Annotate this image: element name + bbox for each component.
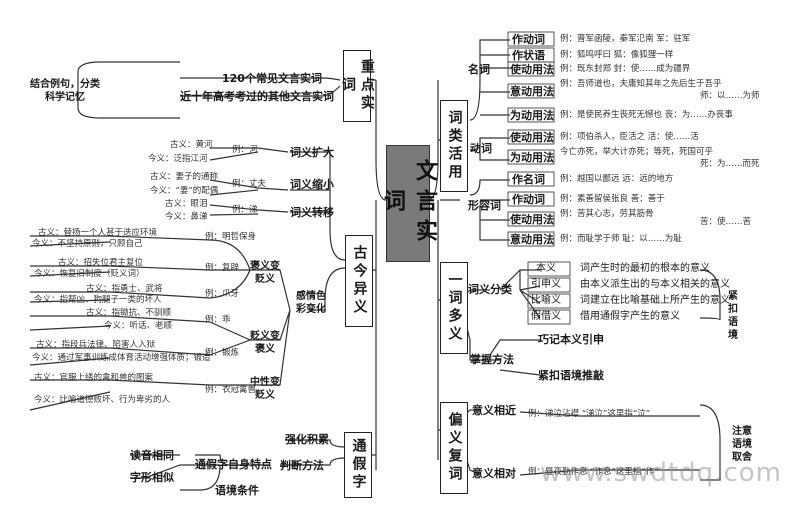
m5: 为动用法 (510, 109, 554, 122)
baoyi-r1j: 今义：不坚持原则，只顾自己 (32, 239, 143, 249)
pianyi-a-eg: 例：涕泣沾襟 “涕泣”这里指“泣” (528, 409, 651, 419)
m4-eg2: 师：以……为师 (700, 91, 760, 101)
cilei-dongci: 动词 (470, 142, 492, 155)
suoxiao-eg: 例：丈夫 (232, 179, 267, 189)
baoyi-r1g: 古义：替扬一个人甚于迭应环境 (38, 228, 158, 238)
baoyi-r2g: 古义：招失位君主复位 (58, 258, 144, 268)
m1: 作动词 (512, 33, 545, 46)
bianyi-r1j: 今义：听话、老顺 (104, 321, 173, 331)
x4: 意动用法 (510, 233, 554, 246)
m2: 作状语 (512, 49, 545, 62)
baoyi-r3g: 古义：指勇士、武将 (86, 284, 163, 294)
pianyi-b: 意义相对 (472, 467, 516, 480)
kuoda-gu: 古义：黄河 (170, 140, 213, 150)
x1: 作名词 (512, 173, 545, 186)
bianyi-label: 贬义变褒义 (250, 331, 280, 355)
d1: 使动用法 (510, 131, 554, 144)
bianyi-r2eg: 例：锻炼 (205, 348, 240, 358)
zhuanyi-label: 词义转移 (290, 206, 334, 219)
tongjia-zixing: 字形相似 (130, 471, 174, 484)
yiduo-bd1: 词产生时的最初的根本的意义 (580, 263, 710, 274)
section-pianyi: 偏义复词 (440, 402, 468, 494)
d1-eg: 例：项伯杀人，臣活之 活：使……活 (560, 132, 699, 142)
m2-eg: 例：狐鸣呼曰 狐：像狐狸一样 (560, 50, 674, 60)
yiduo-bt3: 比喻义 (531, 295, 561, 306)
bianyi-r2g: 古义：指段兵法律、陷害人入狱 (36, 340, 156, 350)
zhuanyi-jin: 今义：鼻涕 (165, 212, 208, 222)
watermark: www.swdtdq.com (540, 458, 782, 488)
kuoda-label: 词义扩大 (290, 146, 334, 159)
baoyi-r3eg: 例：爪牙 (205, 289, 240, 299)
zhuanyi-eg: 例：涕 (232, 205, 258, 215)
zhongdian-note: 结合例句，分类科学记忆 (30, 79, 100, 103)
suoxiao-jin: 今义：“妻”的配偶 (150, 186, 219, 196)
m3: 使动用法 (510, 63, 554, 76)
d2-eg1: 今亡亦死，举大计亦死；等死，死国可乎 (560, 147, 714, 157)
suoxiao-label: 词义缩小 (290, 178, 334, 191)
tongjia-panduan: 判断方法 (280, 459, 324, 472)
x4-eg: 例：而耻学于师 耻：以……为耻 (560, 234, 682, 244)
yiduo-f2: 紧扣语境推敲 (538, 369, 604, 382)
bianyi-r2j: 今义：通过军事训练成体育活动增强体质；锻造 (32, 353, 211, 363)
d2-eg2: 死：为……而死 (700, 159, 760, 169)
suoxiao-gu: 古义：妻子的通称 (150, 172, 219, 182)
zhongxing-label: 中性变贬义 (250, 377, 280, 401)
yiduo-bt4: 假借义 (531, 311, 561, 322)
zhongxing-jin: 今义：比喻道德败坏、行为卑劣的人 (34, 395, 171, 405)
zhongxing-eg: 例：衣冠禽兽 (205, 385, 257, 395)
yiduo-bd4: 借用通假字产生的意义 (580, 311, 680, 322)
baoyi-r2j: 今义：恢复旧制度（贬义词） (34, 269, 145, 279)
pianyi-a: 意义相近 (472, 404, 516, 417)
m4-eg1: 例：吾师道也，夫庸知其年之先后生于吾乎 (560, 79, 722, 89)
m5-eg: 例：是使民养生丧死无憾也 丧：为……办丧事 (560, 110, 733, 120)
pianyi-b-eg: 例：昼夜勤作息 “作息”这里指“作” (528, 467, 659, 477)
x2: 作动词 (512, 193, 545, 206)
yiduo-bt1: 本义 (536, 263, 556, 274)
zhuanyi-gu: 古义：眼泪 (165, 199, 208, 209)
baoyi-r3j: 今义：指帮凶、狗腿子一类的坏人 (34, 295, 162, 305)
baoyi-r1eg: 例：明哲保身 (205, 232, 257, 242)
m1-eg: 例：晋军函陵，秦军氾南 军：驻军 (560, 34, 691, 44)
bianyi-r1g: 古义：指锄抗、不驯顺 (86, 308, 172, 318)
section-tongjia: 通假字 (344, 432, 372, 498)
yiduo-zhangwo: 掌握方法 (470, 353, 514, 366)
m4: 意动用法 (510, 85, 554, 98)
x3-eg2: 苦：使……苦 (700, 217, 752, 227)
center-title: 文言实词 (380, 145, 437, 262)
zhongxing-gu: 古义：官服上绣的禽和兽的图案 (34, 373, 154, 383)
yiduo-fenlei: 词义分类 (468, 283, 512, 296)
tongjia-qianghua: 强化积累 (285, 433, 329, 446)
x1-eg: 例：越国以鄙远 远：远的地方 (560, 174, 674, 184)
zhongdian-item-2: 近十年高考考过的其他文言实词 (180, 90, 334, 103)
tongjia-tedian: 通假字自身特点 (195, 458, 272, 471)
baoyi-r2eg: 例：复辟 (205, 263, 240, 273)
section-cilei: 词类活用 (440, 100, 468, 192)
baoyi-label: 褒义变贬义 (250, 261, 280, 285)
yiduo-right: 紧扣语境 (728, 291, 738, 341)
cilei-xingrong: 形容词 (468, 199, 501, 212)
kuoda-eg: 例：河 (232, 145, 258, 155)
x3-eg1: 例：苦其心志，劳其筋骨 (560, 209, 654, 219)
x2-eg: 例：素善留侯张良 善：善于 (560, 194, 665, 204)
tongjia-yujing: 语境条件 (215, 484, 259, 497)
section-yiduo: 一词多义 (440, 262, 468, 354)
tongjia-duyin: 读音相同 (130, 449, 174, 462)
ganqing-label: 感情色彩变化 (296, 291, 326, 315)
cilei-mingci: 名词 (468, 63, 490, 76)
section-zhongdian: 重点实词 (340, 50, 375, 122)
yiduo-bt2: 引申义 (531, 279, 561, 290)
m3-eg: 例：既东封郑 封：使……成为疆界 (560, 64, 691, 74)
yiduo-bd3: 词建立在比喻基础上所产生的意义 (580, 295, 730, 306)
kuoda-jin: 今义：泛指江河 (148, 154, 208, 164)
zhongdian-item-1: 120个常见文言实词 (222, 72, 322, 85)
section-gujin: 古今异义 (345, 235, 373, 327)
pianyi-right: 注意语境取舍 (732, 426, 752, 463)
yiduo-bd2: 由本义派生出的与本义相关的意义 (580, 279, 730, 290)
bianyi-r1eg: 例：乖 (205, 315, 231, 325)
d2: 为动用法 (510, 151, 554, 164)
yiduo-f1: 巧记本义引申 (538, 333, 604, 346)
x3: 使动用法 (510, 213, 554, 226)
